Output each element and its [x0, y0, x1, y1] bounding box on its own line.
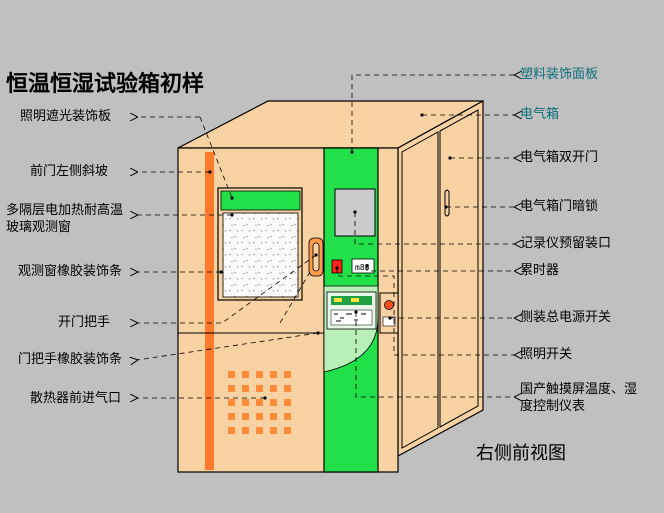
- label-door-handle: 开门把手: [58, 315, 111, 330]
- label-light-cover: 照明遮光装饰板: [20, 109, 112, 124]
- observation-glass: [222, 212, 299, 298]
- svg-text:m88: m88: [355, 263, 370, 272]
- label-recorder-slot: 记录仪预留装口: [520, 236, 612, 251]
- hidden-lock-icon: [444, 189, 450, 217]
- label-handle-strip: 门把手橡胶装饰条: [18, 352, 123, 367]
- label-light-switch: 照明开关: [520, 347, 573, 362]
- label-slope: 前门左侧斜坡: [30, 164, 109, 179]
- label-hour-meter: 累时器: [520, 263, 560, 278]
- label-panel: 塑料装饰面板: [520, 67, 599, 82]
- label-electric-box: 电气箱: [520, 107, 560, 122]
- label-power-switch: 侧装总电源开关: [520, 310, 612, 325]
- light-cover-strip: [220, 190, 301, 211]
- callout-lines: [137, 75, 515, 398]
- electric-box-door-left: [401, 131, 439, 449]
- slope-stripe: [205, 152, 214, 470]
- electric-box-door-right: [439, 109, 479, 428]
- view-caption: 右侧前视图: [476, 443, 566, 464]
- label-window-strip: 观测窗橡胶装饰条: [18, 264, 123, 279]
- label-electric-door-lock: 电气箱门暗锁: [520, 199, 599, 214]
- label-vent: 散热器前进气口: [30, 391, 122, 406]
- diagram-title: 恒温恒湿试验箱初样: [6, 71, 205, 97]
- label-observation-window: 多隔层电加热耐高温玻璃观测窗: [6, 203, 124, 235]
- power-switch-button[interactable]: [384, 300, 394, 310]
- vent-grid: [228, 371, 291, 434]
- hour-meter: [351, 258, 375, 274]
- label-electric-double-door: 电气箱双开门: [520, 150, 599, 165]
- callout-anchors: [208, 113, 452, 400]
- power-switch-housing: [379, 292, 399, 334]
- label-controller: 国产触摸屏温度、湿度控制仪表: [520, 382, 638, 414]
